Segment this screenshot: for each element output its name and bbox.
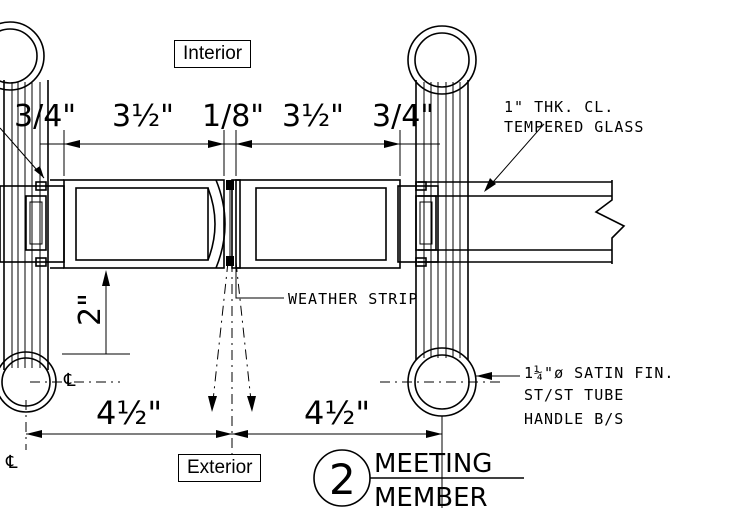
vertical-dimension (62, 270, 130, 355)
handle-note-line3: HANDLE B/S (524, 410, 625, 428)
dimension-texts: 3/4" 3½" 1/8" 3½" 3/4" 2" 4½" 4½" ℄ ℄ (5, 99, 434, 473)
detail-number: 2 (329, 455, 356, 504)
dim-top-3: 1/8" (202, 99, 264, 134)
left-handle-tube (0, 21, 57, 413)
centerline-symbol-1: ℄ (63, 370, 76, 391)
glass-note-line2: TEMPERED GLASS (504, 118, 645, 136)
leaders (235, 123, 545, 380)
dim-top-2: 3½" (112, 99, 174, 134)
swing-lines (25, 261, 500, 470)
right-door-stile (231, 179, 401, 269)
right-handle-tube (407, 25, 477, 417)
dim-top-1: 3/4" (14, 99, 76, 134)
glass-note-line1: 1" THK. CL. (504, 98, 615, 116)
top-dimension-line (0, 127, 440, 179)
centerline-symbol-2: ℄ (5, 452, 18, 473)
bottom-dimension-line (26, 416, 443, 508)
left-door-stile (63, 179, 226, 269)
right-frame-profile (397, 181, 439, 267)
handle-note-line1: 1¼"ø SATIN FIN. (524, 364, 675, 382)
glass-panel (418, 180, 626, 264)
handle-note-line2: ST/ST TUBE (524, 386, 625, 404)
detail-title-line1: MEETING (374, 449, 492, 479)
dim-top-5: 3/4" (372, 99, 434, 134)
dim-bottom-left: 4½" (96, 394, 162, 432)
detail-callout: 2 MEETING MEMBER (313, 449, 524, 508)
dim-bottom-right: 4½" (304, 394, 370, 432)
interior-label: Interior (174, 40, 252, 68)
dim-top-4: 3½" (282, 99, 344, 134)
weather-strip-note: WEATHER STRIP (288, 290, 419, 308)
detail-title-line2: MEMBER (374, 483, 488, 508)
weather-strip (226, 180, 234, 266)
exterior-label: Exterior (178, 454, 262, 482)
dim-vertical: 2" (73, 293, 108, 326)
